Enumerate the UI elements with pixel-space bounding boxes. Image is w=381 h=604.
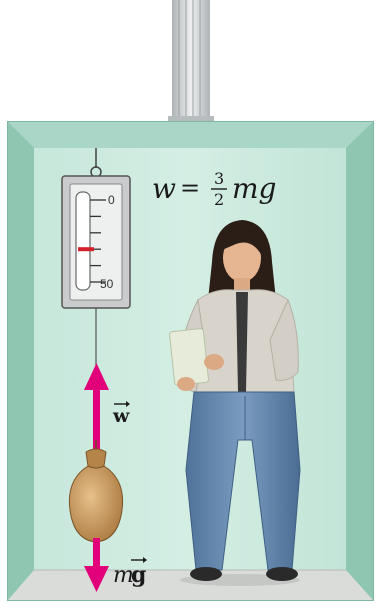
upward-force-label: w (112, 401, 130, 427)
formula-rhs: mg (232, 172, 276, 205)
hanging-bag (68, 440, 124, 543)
spring-scale: 0 50 (61, 148, 131, 448)
scale-indicator (78, 247, 94, 252)
elevator-cables (168, 0, 214, 124)
upward-force-arrow (84, 363, 109, 451)
downward-force-label: m g (113, 557, 147, 588)
scale-ticks (90, 199, 106, 283)
formula-fraction-denominator: 2 (214, 190, 224, 209)
vector-g-label: g (131, 562, 146, 588)
downward-force-arrow (84, 538, 109, 592)
weight-formula: w = 3 2 mg (152, 169, 276, 209)
scale-label-bottom: 50 (100, 277, 114, 291)
formula-fraction-numerator: 3 (214, 169, 224, 188)
woman-figure (169, 220, 301, 586)
vector-w-label: w (112, 405, 130, 427)
formula-lhs: w (152, 172, 176, 205)
scale-label-top: 0 (108, 193, 115, 207)
vector-m-label: m (113, 563, 134, 588)
scale-tube (75, 191, 91, 291)
formula-equals: = (180, 174, 200, 202)
